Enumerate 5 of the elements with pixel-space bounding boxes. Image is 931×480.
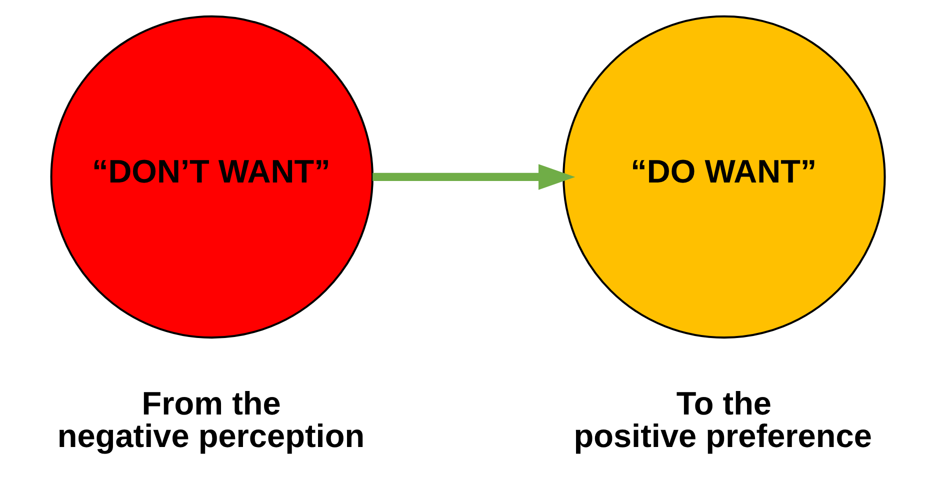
node-label: From the negative perception xyxy=(56,385,364,454)
arrow xyxy=(372,164,575,190)
node-circle: “DO WANT” xyxy=(562,15,886,339)
node-label: To the positive preference xyxy=(573,385,872,454)
node-circle: “DON’T WANT” xyxy=(50,15,373,339)
